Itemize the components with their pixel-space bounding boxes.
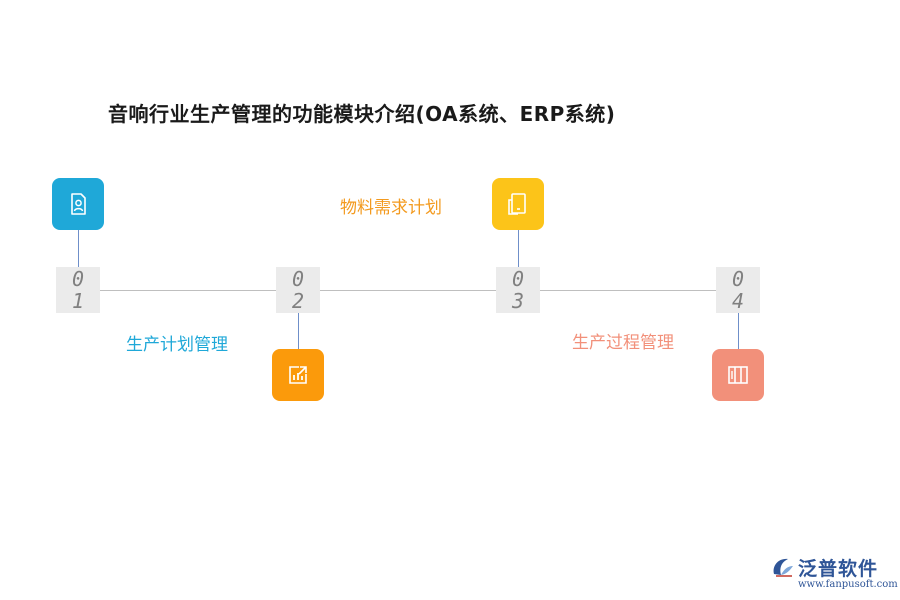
step-4-label: 生产过程管理 [572, 333, 674, 353]
step-4-icon-box [712, 349, 764, 401]
page-title: 音响行业生产管理的功能模块介绍(OA系统、ERP系统) [108, 102, 616, 126]
bar-chart-export-icon [289, 366, 307, 384]
brand-logo: 泛普软件 www.fanpusoft.com [770, 552, 898, 598]
step-3-number: 0 3 [496, 267, 540, 313]
step-4-number: 0 4 [716, 267, 760, 313]
step-1-connector [78, 230, 79, 268]
step-1-label: 生产计划管理 [126, 335, 228, 355]
logo-name: 泛普软件 [798, 558, 879, 580]
columns-icon [728, 366, 748, 384]
step-1-icon-box [52, 178, 104, 230]
timeline-line [78, 290, 740, 291]
tablet-icon [508, 193, 526, 215]
step-3-label: 物料需求计划 [340, 198, 442, 218]
step-1-number: 0 1 [56, 267, 100, 313]
logo-url: www.fanpusoft.com [798, 579, 898, 590]
step-4-connector [738, 313, 739, 350]
step-2-connector [298, 313, 299, 350]
fanpu-logo-icon [773, 558, 793, 577]
step-2-icon-box [272, 349, 324, 401]
user-document-icon [71, 193, 86, 215]
step-3-connector [518, 230, 519, 268]
step-2-number: 0 2 [276, 267, 320, 313]
step-3-icon-box [492, 178, 544, 230]
